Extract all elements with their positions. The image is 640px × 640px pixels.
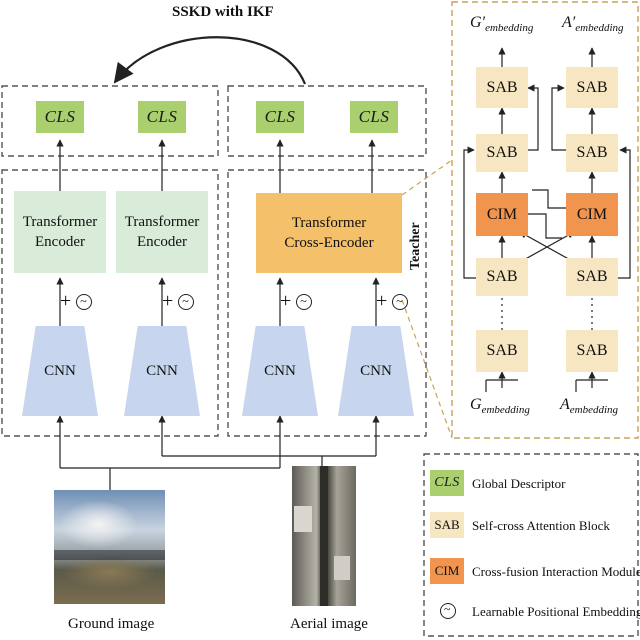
a-in-embedding: Aembedding [560, 396, 618, 416]
aerial-image-label: Aerial image [290, 616, 368, 632]
transformer-encoder-line1: Transformer [124, 213, 200, 230]
plus-pe-3: + ~ [280, 290, 313, 313]
ground-image-label: Ground image [68, 616, 155, 632]
a-out-sub: embedding [575, 22, 624, 35]
ground-image [54, 490, 165, 604]
cnn-ground: CNN [22, 326, 98, 416]
cls-box-teacher-aerial: CLS [350, 101, 398, 133]
transformer-encoder-ground: Transformer Encoder [14, 191, 106, 273]
sab-right-3: SAB [566, 258, 618, 296]
teacher-detail-frame [451, 1, 639, 439]
plus-pe-4: + ~ [376, 290, 409, 313]
transformer-encoder-line2: Encoder [35, 234, 85, 250]
g-out-base: G′ [470, 14, 486, 31]
plus-sign: + [162, 290, 174, 312]
cls-box-aerial: CLS [138, 101, 186, 133]
legend-cls-text: Global Descriptor [472, 476, 566, 491]
aerial-building [334, 556, 350, 580]
plus-pe-2: + ~ [162, 290, 195, 313]
cnn-aerial: CNN [124, 326, 200, 416]
positional-embedding-icon: ~ [296, 294, 313, 311]
transformer-encoder-line2: Encoder [137, 234, 187, 250]
legend-sab-text: Self-cross Attention Block [472, 518, 610, 533]
positional-embedding-icon: ~ [178, 294, 195, 311]
g-in-sub: embedding [481, 404, 530, 417]
g-out-embedding: G′embedding [470, 14, 533, 34]
a-in-base: A [560, 396, 570, 413]
aerial-image [292, 466, 356, 606]
plus-sign: + [60, 290, 72, 312]
positional-embedding-icon: ~ [76, 294, 93, 311]
transformer-encoder-line1: Transformer [22, 213, 98, 230]
plus-pe-1: + ~ [60, 290, 93, 313]
legend-sab-swatch: SAB [430, 512, 464, 538]
g-out-sub: embedding [485, 22, 534, 35]
sab-right-bottom: SAB [566, 330, 618, 372]
cim-right: CIM [566, 193, 618, 236]
teacher-label: Teacher [408, 222, 423, 270]
g-in-base: G [470, 396, 482, 413]
a-in-sub: embedding [569, 404, 619, 417]
cnn-teacher-ground: CNN [242, 326, 318, 416]
legend-cim-text: Cross-fusion Interaction Module [472, 564, 640, 579]
sab-left-top: SAB [476, 67, 528, 108]
legend-cls-swatch: CLS [430, 470, 464, 496]
student-cls-frame [1, 85, 219, 157]
legend-frame [423, 453, 639, 637]
cls-box-teacher-ground: CLS [256, 101, 304, 133]
cim-left: CIM [476, 193, 528, 236]
transformer-cross-encoder: Transformer Cross-Encoder [256, 193, 402, 273]
cross-encoder-line2: Cross-Encoder [284, 235, 374, 251]
plus-sign: + [280, 290, 292, 312]
cnn-teacher-aerial: CNN [338, 326, 414, 416]
cross-encoder-line1: Transformer [291, 214, 367, 231]
sab-left-2: SAB [476, 134, 528, 172]
a-out-base: A′ [562, 14, 576, 31]
a-out-embedding: A′embedding [562, 14, 624, 34]
legend-pe-icon: ~ [440, 602, 456, 619]
sskd-title: SSKD with IKF [172, 4, 274, 20]
transformer-encoder-aerial: Transformer Encoder [116, 191, 208, 273]
legend-cim-swatch: CIM [430, 558, 464, 584]
aerial-building [294, 506, 312, 532]
positional-embedding-icon: ~ [392, 294, 409, 311]
teacher-cls-frame [227, 85, 427, 157]
ground-image-horizon [54, 550, 165, 560]
legend-pe-text: Learnable Positional Embedding [472, 604, 640, 619]
sab-left-3: SAB [476, 258, 528, 296]
sab-right-2: SAB [566, 134, 618, 172]
sab-right-top: SAB [566, 67, 618, 108]
plus-sign: + [376, 290, 388, 312]
aerial-road [320, 466, 328, 606]
teacher-frame [227, 169, 427, 437]
sab-left-bottom: SAB [476, 330, 528, 372]
g-in-embedding: Gembedding [470, 396, 530, 416]
student-frame [1, 169, 219, 437]
cls-box-ground: CLS [36, 101, 84, 133]
